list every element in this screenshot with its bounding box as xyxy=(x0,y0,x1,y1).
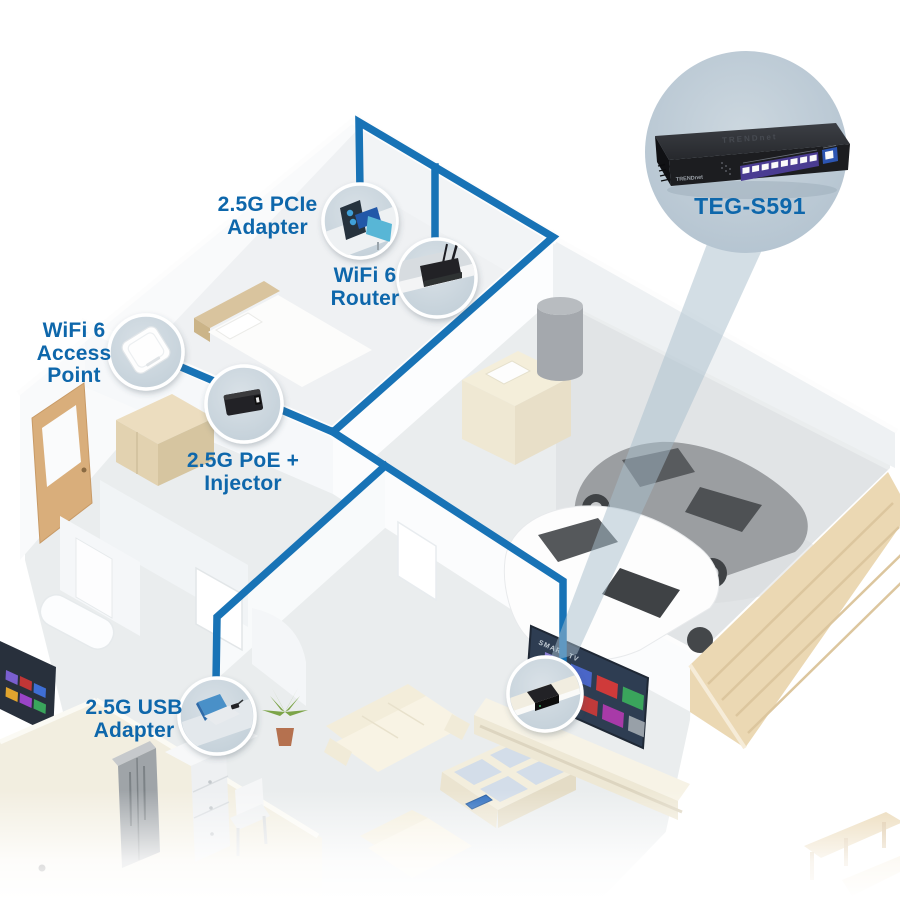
water-heater xyxy=(537,297,583,381)
bed xyxy=(194,281,372,387)
switch-product-render: TRENDnet TRENDnet xyxy=(655,123,850,199)
tv-switch-box-device xyxy=(510,672,580,718)
white-car xyxy=(503,505,720,661)
switch-vents xyxy=(657,163,669,182)
wifi6-access-point-label: WiFi 6 Access Point xyxy=(36,319,112,387)
wifi6-router-label: WiFi 6 Router xyxy=(330,264,400,310)
left-tv xyxy=(0,641,56,735)
bottom-fade xyxy=(0,790,900,900)
switch-leds xyxy=(721,162,731,175)
switch-ports xyxy=(742,154,817,174)
poe-injector-device xyxy=(223,389,264,416)
bedroom-furniture xyxy=(116,281,372,486)
pcie-adapter-device xyxy=(325,200,396,257)
cable-to-usb xyxy=(212,460,391,686)
plant xyxy=(262,688,308,746)
callout-poe-injector xyxy=(204,364,284,444)
garage-back-wall xyxy=(553,237,895,468)
product-callout: TRENDnet TRENDnet xyxy=(645,51,850,253)
poe-injector-label: 2.5G PoE + Injector xyxy=(186,449,300,495)
archway xyxy=(252,608,306,706)
dresser xyxy=(116,394,214,486)
switch-port-strip xyxy=(740,152,819,181)
wifi6-access-point-device xyxy=(121,326,171,374)
switch-front-brand-text: TRENDnet xyxy=(676,175,704,183)
callout-tv-switch-box xyxy=(506,655,584,733)
callout-circles xyxy=(107,182,584,756)
wifi6-router-device xyxy=(399,240,475,294)
pcie-adapter-label: 2.5G PCIe Adapter xyxy=(217,193,318,239)
utility-room xyxy=(39,297,583,650)
sofa-three-seat xyxy=(324,684,470,772)
bathtub xyxy=(39,594,115,650)
interior-door xyxy=(397,520,437,602)
callout-usb-adapter xyxy=(177,676,257,756)
usb-adapter-label: 2.5G USB Adapter xyxy=(85,696,183,742)
callout-pcie-adapter xyxy=(321,182,399,260)
switch-model-label: TEG-S591 xyxy=(694,193,806,219)
switch-top-brand-text: TRENDnet xyxy=(722,132,778,145)
callout-wifi6-router xyxy=(396,237,478,319)
entry-door xyxy=(31,382,93,544)
callout-wifi6-access-point xyxy=(107,313,185,391)
garage-door xyxy=(688,472,900,750)
usb-adapter-device xyxy=(182,694,253,750)
magnify-beam xyxy=(549,236,762,662)
